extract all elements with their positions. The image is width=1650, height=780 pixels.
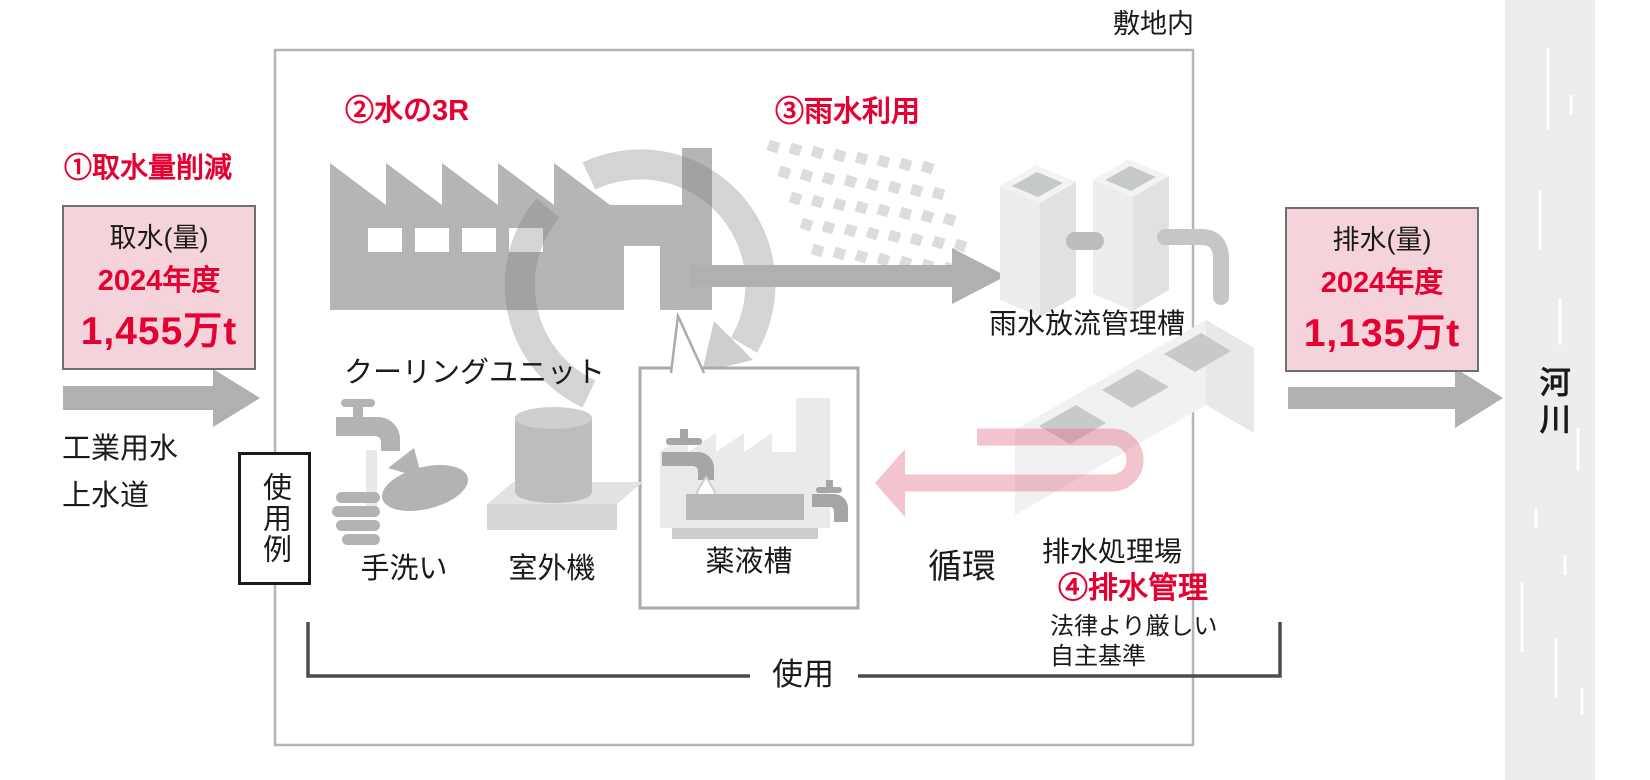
hand-wash-label: 手洗い (360, 553, 448, 585)
circulation-arrow (875, 428, 1144, 517)
step1-label: ①取水量削減 (64, 152, 233, 183)
chemical-tank-label: 薬液槽 (705, 546, 793, 578)
faucet-icon (336, 399, 400, 451)
discharge-arrow (1288, 368, 1503, 428)
treatment-plant-icon (1015, 320, 1254, 515)
circulation-label: 循環 (928, 548, 996, 586)
intake-arrow (63, 369, 260, 427)
rain-icon (766, 139, 979, 279)
cooling-unit-label: クーリングユニット (344, 357, 606, 389)
to-raintank-arrow (690, 248, 1006, 304)
site-label: 敷地内 (1113, 9, 1194, 39)
small-faucet-icon (812, 480, 848, 522)
step3-label: ③雨水利用 (775, 96, 921, 128)
river-band (1505, 0, 1595, 780)
handwash-icon (332, 399, 468, 545)
intake-value: 1,455万t (80, 310, 238, 353)
intake-year: 2024年度 (97, 265, 221, 297)
factory-icon (330, 148, 712, 310)
treatment-plant-label: 排水処理場 (1042, 536, 1183, 567)
intake-box: 取水(量) 2024年度 1,455万t (62, 205, 256, 370)
recycle-arrow-icon (504, 149, 776, 408)
outdoor-unit-icon (487, 407, 643, 530)
discharge-box: 排水(量) 2024年度 1,135万t (1285, 207, 1479, 372)
discharge-year: 2024年度 (1320, 267, 1444, 299)
rain-tank-label: 雨水放流管理槽 (988, 308, 1185, 339)
river-label: 河川 (1534, 366, 1570, 440)
usage-example-box: 使用例 (238, 452, 311, 585)
faucet-icon (662, 429, 714, 480)
intake-title: 取水(量) (109, 223, 209, 253)
callout-pointer (671, 316, 704, 373)
water-source-label: 工業用水 上水道 (62, 433, 179, 512)
step4-note: 法律より厳しい 自主基準 (1050, 613, 1218, 670)
step4-label: ④排水管理 (1058, 572, 1208, 605)
usage-bracket (306, 622, 1282, 678)
chemical-tank-icon (638, 311, 860, 610)
discharge-value: 1,135万t (1303, 312, 1461, 355)
discharge-title: 排水(量) (1332, 225, 1432, 255)
rain-tank-icon (1000, 159, 1229, 317)
outdoor-unit-label: 室外機 (508, 553, 596, 585)
usage-example-label: 使用例 (258, 472, 291, 565)
step2-label: ②水の3R (345, 95, 470, 127)
usage-label: 使用 (772, 657, 834, 692)
